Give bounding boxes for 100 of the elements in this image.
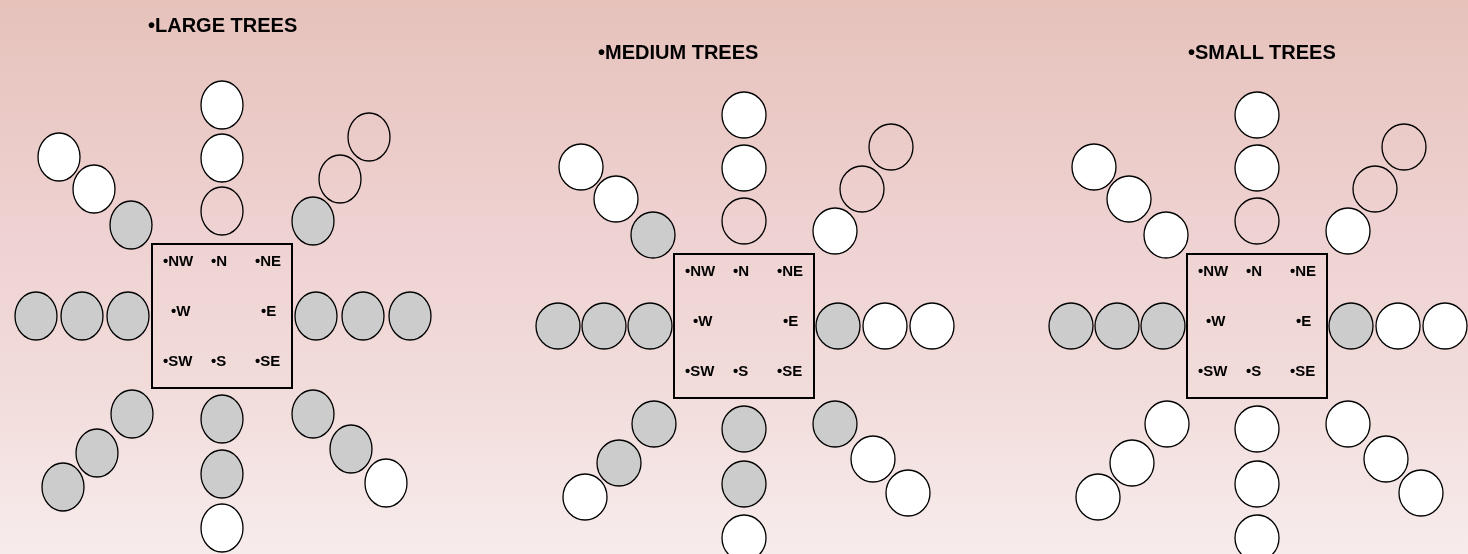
tree-circle — [850, 435, 896, 483]
tree-circle — [1381, 123, 1427, 171]
tree-circle — [294, 291, 338, 341]
direction-label: •NE — [1290, 262, 1317, 279]
tree-circle — [1143, 211, 1189, 259]
direction-label: •NW — [685, 262, 716, 279]
tree-circle — [200, 394, 244, 444]
tree-circle — [1144, 400, 1190, 448]
tree-circle — [1234, 91, 1280, 139]
tree-circle — [37, 132, 81, 182]
tree-circle — [109, 200, 153, 250]
tree-circle — [347, 112, 391, 162]
direction-label: •N — [1246, 262, 1263, 279]
tree-circle — [868, 123, 914, 171]
tree-circle — [75, 428, 119, 478]
tree-circle — [1422, 302, 1468, 350]
tree-circle — [200, 449, 244, 499]
tree-circle — [812, 400, 858, 448]
direction-label: •S — [733, 362, 749, 379]
tree-circle — [1234, 405, 1280, 453]
direction-label: •NW — [1198, 262, 1229, 279]
direction-label: •NE — [255, 252, 282, 269]
tree-circle — [562, 473, 608, 521]
direction-label: •SW — [685, 362, 715, 379]
tree-circle — [72, 164, 116, 214]
direction-label: •SW — [1198, 362, 1228, 379]
tree-circle — [200, 133, 244, 183]
direction-box — [673, 253, 815, 399]
direction-label: •SW — [163, 352, 193, 369]
tree-circle — [1140, 302, 1186, 350]
direction-label: •N — [211, 252, 228, 269]
tree-circle — [1234, 460, 1280, 508]
tree-circle — [1094, 302, 1140, 350]
tree-circle — [1234, 197, 1280, 245]
direction-label: •W — [171, 302, 191, 319]
direction-label: •E — [261, 302, 277, 319]
tree-circle — [341, 291, 385, 341]
direction-label: •NE — [777, 262, 804, 279]
tree-circle — [364, 458, 408, 508]
direction-label: •E — [1296, 312, 1312, 329]
panel-heading: •LARGE TREES — [148, 14, 298, 37]
tree-circle — [318, 154, 362, 204]
tree-circle — [1325, 207, 1371, 255]
direction-label: •S — [211, 352, 227, 369]
tree-circle — [41, 462, 85, 512]
direction-box — [151, 243, 293, 389]
tree-circle — [1071, 143, 1117, 191]
tree-circle — [60, 291, 104, 341]
tree-circle — [1352, 165, 1398, 213]
direction-label: •S — [1246, 362, 1262, 379]
tree-circle — [721, 460, 767, 508]
tree-circle — [1048, 302, 1094, 350]
direction-label: •SE — [1290, 362, 1316, 379]
tree-circle — [1106, 175, 1152, 223]
tree-circle — [630, 211, 676, 259]
tree-circle — [200, 186, 244, 236]
tree-circle — [1109, 439, 1155, 487]
tree-circle — [388, 291, 432, 341]
tree-circle — [815, 302, 861, 350]
direction-label: •E — [783, 312, 799, 329]
tree-circle — [558, 143, 604, 191]
direction-label: •N — [733, 262, 750, 279]
tree-circle — [200, 503, 244, 553]
tree-circle — [721, 144, 767, 192]
tree-circle — [1328, 302, 1374, 350]
tree-circle — [291, 389, 335, 439]
tree-circle — [885, 469, 931, 517]
tree-circle — [110, 389, 154, 439]
direction-box — [1186, 253, 1328, 399]
tree-circle — [1398, 469, 1444, 517]
tree-circle — [535, 302, 581, 350]
direction-label: •NW — [163, 252, 194, 269]
tree-circle — [721, 91, 767, 139]
tree-circle — [839, 165, 885, 213]
tree-circle — [627, 302, 673, 350]
tree-circle — [593, 175, 639, 223]
direction-label: •SE — [777, 362, 803, 379]
direction-label: •SE — [255, 352, 281, 369]
tree-circle — [1075, 473, 1121, 521]
tree-circle — [1363, 435, 1409, 483]
tree-circle — [1234, 144, 1280, 192]
tree-circle — [1375, 302, 1421, 350]
tree-circle — [596, 439, 642, 487]
direction-label: •W — [1206, 312, 1226, 329]
tree-circle — [631, 400, 677, 448]
panel-heading: •MEDIUM TREES — [598, 41, 759, 64]
tree-circle — [291, 196, 335, 246]
tree-circle — [581, 302, 627, 350]
panel-heading: •SMALL TREES — [1188, 41, 1336, 64]
tree-circle — [721, 197, 767, 245]
tree-circle — [721, 405, 767, 453]
tree-circle — [812, 207, 858, 255]
tree-circle — [1325, 400, 1371, 448]
tree-circle — [106, 291, 150, 341]
direction-label: •W — [693, 312, 713, 329]
tree-circle — [14, 291, 58, 341]
tree-circle — [329, 424, 373, 474]
tree-circle — [200, 80, 244, 130]
tree-circle — [862, 302, 908, 350]
tree-circle — [909, 302, 955, 350]
